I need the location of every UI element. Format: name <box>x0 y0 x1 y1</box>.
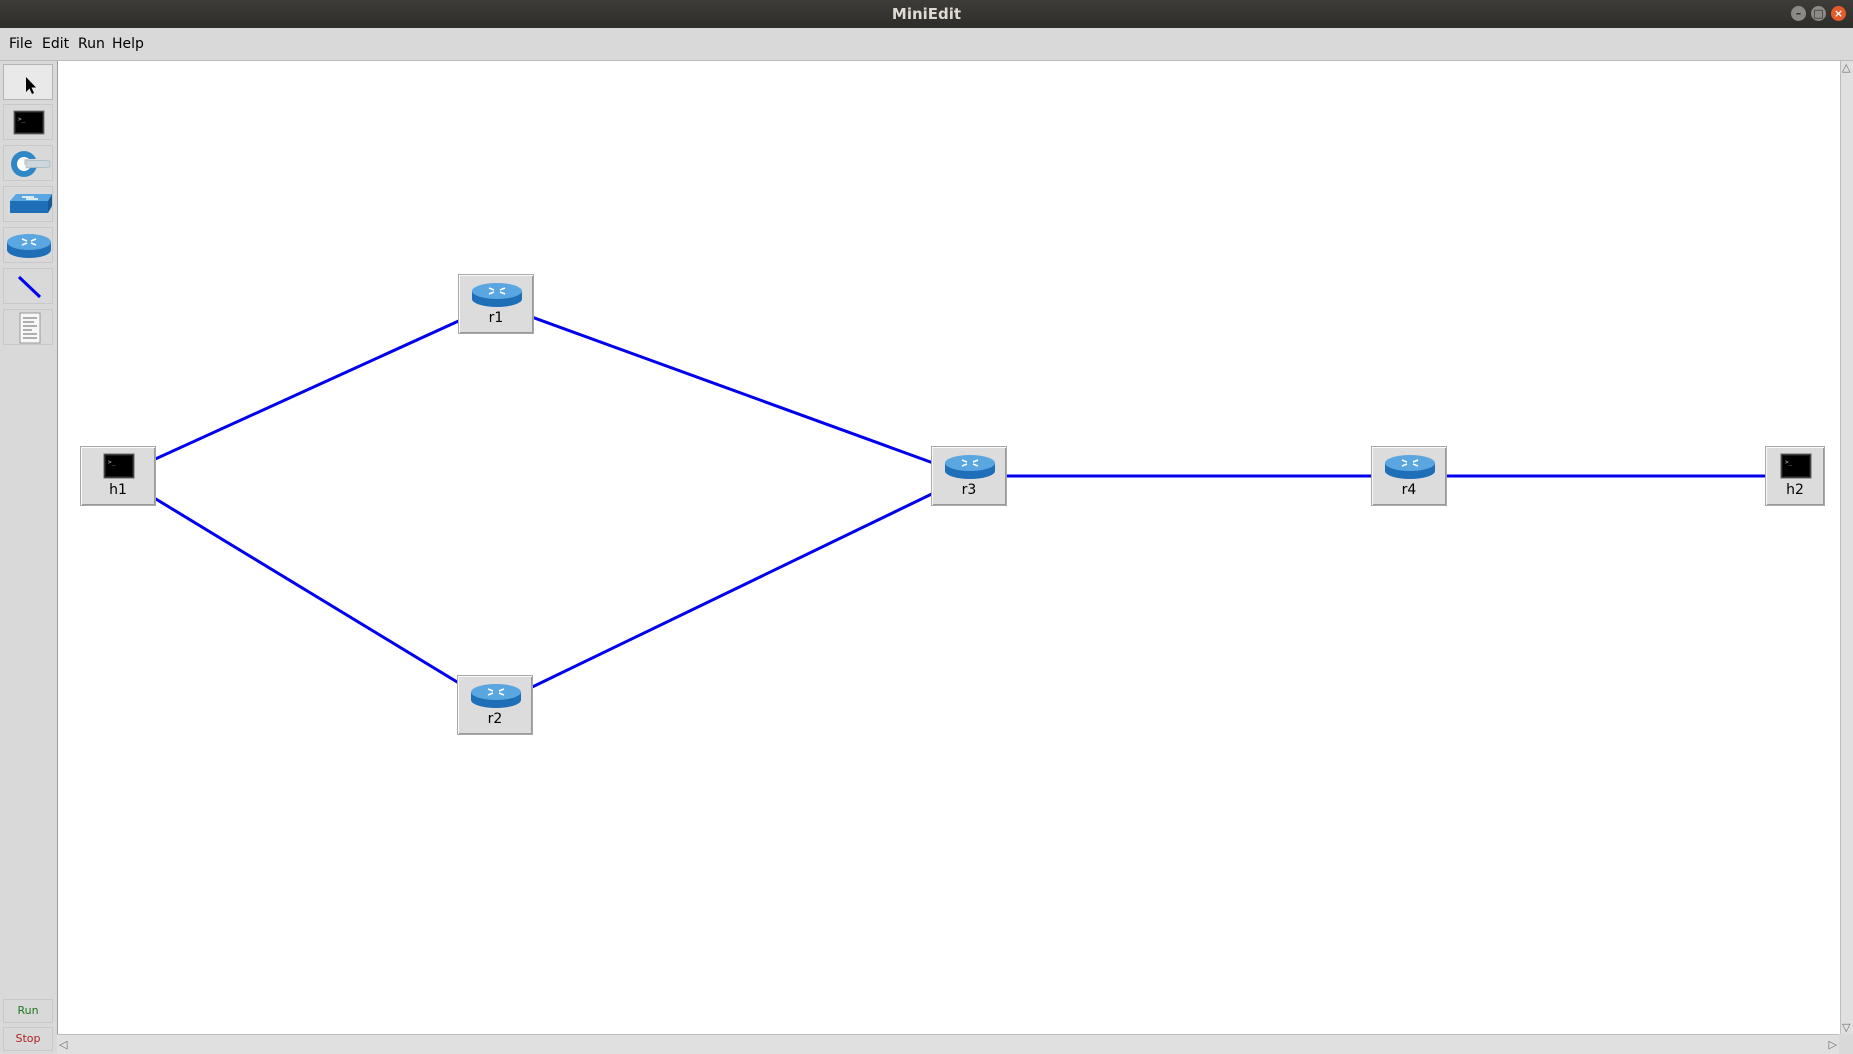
host-node-h1[interactable]: >_ h1 <box>80 446 156 506</box>
maximize-icon: □ <box>1813 7 1824 20</box>
host-terminal-icon: >_ <box>13 110 45 135</box>
topology-canvas[interactable]: >_ h1 r1 r2 r3 <box>57 61 1840 1034</box>
scroll-right-icon[interactable]: ▷ <box>1828 1038 1837 1051</box>
close-icon: × <box>1833 7 1844 20</box>
host-tool-button[interactable]: >_ <box>3 104 53 140</box>
router-icon <box>472 283 522 307</box>
node-label: h1 <box>109 482 127 498</box>
switch-tool-button[interactable] <box>3 186 53 222</box>
node-label: r2 <box>487 711 503 727</box>
menu-file[interactable]: File <box>9 36 33 52</box>
link-r1-r3[interactable] <box>495 302 970 478</box>
switch-icon <box>10 194 52 213</box>
links-layer <box>117 302 1795 707</box>
horizontal-scrollbar[interactable]: ◁ ▷ <box>57 1034 1839 1054</box>
host-node-h2[interactable]: >_ h2 <box>1765 446 1825 506</box>
node-label: r3 <box>961 482 977 498</box>
document-icon <box>19 312 41 344</box>
router-icon <box>1385 455 1435 479</box>
tool-palette: >_ R <box>0 61 57 1053</box>
link-h1-r1[interactable] <box>117 302 497 478</box>
pointer-icon <box>26 77 36 94</box>
router-icon <box>471 684 521 708</box>
svg-text:>_: >_ <box>18 116 26 123</box>
controller-tool-button[interactable] <box>3 145 53 181</box>
router-node-r1[interactable]: r1 <box>458 274 534 334</box>
svg-text:>_: >_ <box>1785 459 1793 466</box>
router-icon <box>7 234 51 258</box>
menu-run[interactable]: Run <box>78 36 105 52</box>
node-label: r4 <box>1401 482 1417 498</box>
maximize-button[interactable]: □ <box>1811 6 1826 21</box>
menu-help[interactable]: Help <box>112 36 144 52</box>
close-button[interactable]: × <box>1831 6 1846 21</box>
select-tool-button[interactable] <box>3 64 53 100</box>
scroll-down-icon[interactable]: ▽ <box>1842 1021 1851 1034</box>
link-icon <box>17 275 42 299</box>
window-titlebar: MiniEdit – □ × <box>0 0 1853 28</box>
host-icon: >_ <box>1780 453 1812 479</box>
host-icon: >_ <box>103 453 135 479</box>
router-node-r3[interactable]: r3 <box>931 446 1007 506</box>
link-h1-r2[interactable] <box>117 474 496 707</box>
run-button[interactable]: Run <box>3 999 53 1023</box>
link-r2-r3[interactable] <box>494 474 970 707</box>
netlink-tool-button[interactable] <box>3 309 53 345</box>
menu-edit[interactable]: Edit <box>42 36 70 52</box>
node-label: r1 <box>488 310 504 326</box>
vertical-scrollbar[interactable]: △ ▽ <box>1840 61 1853 1034</box>
menu-bar: File Edit Run Help <box>0 28 1853 61</box>
window-title: MiniEdit <box>891 5 962 23</box>
minimize-icon: – <box>1795 7 1802 20</box>
controller-icon <box>11 151 51 177</box>
link-tool-button[interactable] <box>3 268 53 304</box>
stop-button[interactable]: Stop <box>3 1027 53 1051</box>
router-tool-button[interactable] <box>3 227 53 263</box>
scroll-up-icon[interactable]: △ <box>1842 61 1851 74</box>
scroll-left-icon[interactable]: ◁ <box>59 1038 68 1051</box>
router-node-r2[interactable]: r2 <box>457 675 533 735</box>
svg-text:>_: >_ <box>108 459 116 466</box>
node-label: h2 <box>1786 482 1804 498</box>
router-node-r4[interactable]: r4 <box>1371 446 1447 506</box>
minimize-button[interactable]: – <box>1791 6 1806 21</box>
router-icon <box>945 455 995 479</box>
